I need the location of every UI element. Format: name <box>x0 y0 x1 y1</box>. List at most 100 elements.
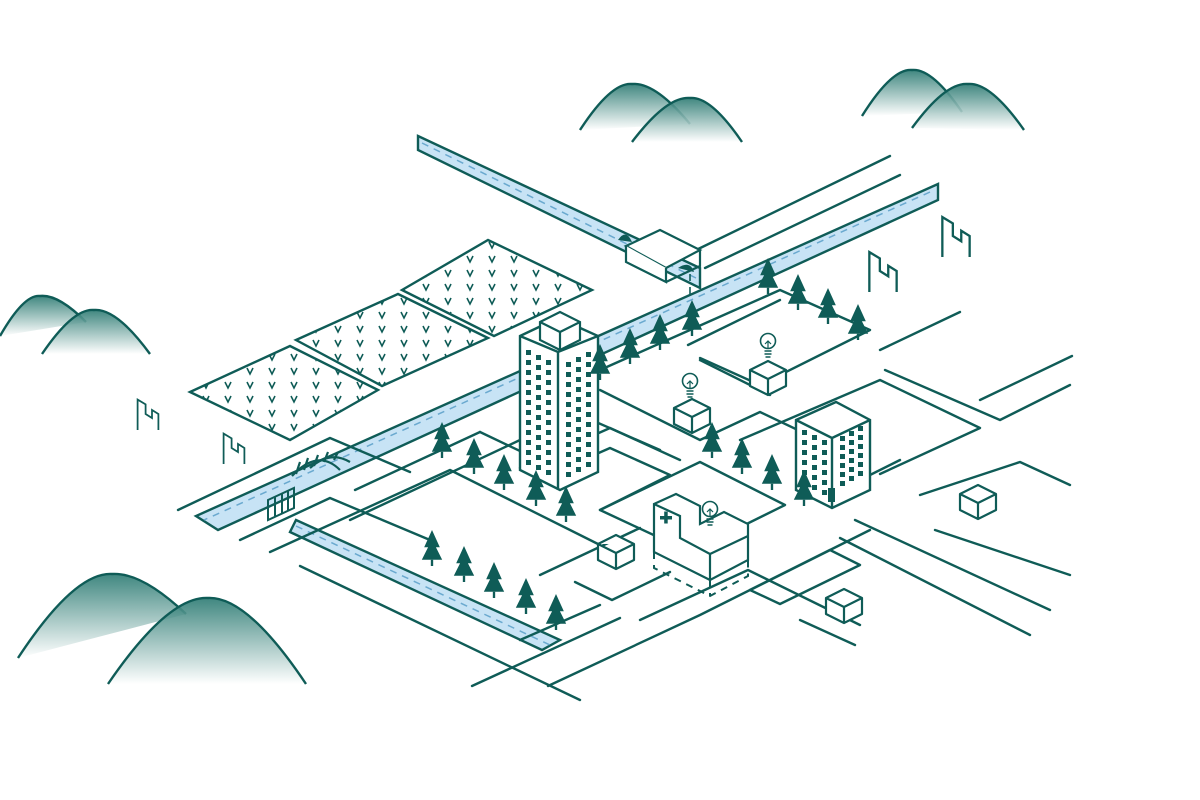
window <box>812 465 817 470</box>
window <box>576 357 581 362</box>
window <box>566 412 571 417</box>
mountain-icon <box>18 573 186 658</box>
window <box>849 449 854 454</box>
window <box>566 422 571 427</box>
window <box>536 435 541 440</box>
window <box>840 454 845 459</box>
medical-cross-icon <box>660 511 672 524</box>
window <box>849 440 854 445</box>
pine-tree-icon <box>761 454 783 490</box>
small-buildings <box>596 359 998 625</box>
mountain-ridge <box>16 572 187 659</box>
window <box>586 382 591 387</box>
small-building-cube <box>672 397 712 435</box>
window <box>546 360 551 365</box>
window <box>840 436 845 441</box>
road-network <box>176 154 1074 702</box>
pine-tree-icon <box>817 288 839 324</box>
window <box>546 440 551 445</box>
window <box>566 372 571 377</box>
window <box>526 380 531 385</box>
window <box>566 392 571 397</box>
window <box>812 475 817 480</box>
pine-tree-icon <box>493 454 515 490</box>
mountain-ridge <box>107 596 307 685</box>
window <box>536 365 541 370</box>
window <box>576 437 581 442</box>
window <box>566 452 571 457</box>
window <box>858 471 863 476</box>
window <box>849 476 854 481</box>
window <box>858 444 863 449</box>
window <box>812 445 817 450</box>
window <box>812 485 817 490</box>
mountain-ridge <box>631 96 743 143</box>
window <box>849 458 854 463</box>
window <box>566 442 571 447</box>
window <box>586 352 591 357</box>
pine-tree-icon <box>545 594 567 630</box>
window <box>802 430 807 435</box>
bridge-icon <box>291 451 351 477</box>
window <box>576 387 581 392</box>
window <box>586 462 591 467</box>
mountains <box>0 68 1025 685</box>
window <box>546 430 551 435</box>
pine-tree-icon <box>463 438 485 474</box>
window <box>566 462 571 467</box>
window <box>858 453 863 458</box>
window <box>546 470 551 475</box>
window <box>576 407 581 412</box>
window <box>858 426 863 431</box>
office-building <box>794 400 872 510</box>
window <box>566 382 571 387</box>
window <box>858 462 863 467</box>
window <box>822 460 827 465</box>
window <box>526 450 531 455</box>
window <box>536 455 541 460</box>
window <box>840 472 845 477</box>
window <box>576 367 581 372</box>
window <box>546 390 551 395</box>
window <box>586 422 591 427</box>
window <box>802 450 807 455</box>
window <box>822 480 827 485</box>
window <box>526 390 531 395</box>
window <box>526 400 531 405</box>
pine-tree-icon <box>787 274 809 310</box>
window <box>858 435 863 440</box>
window <box>566 402 571 407</box>
window <box>840 481 845 486</box>
window <box>536 355 541 360</box>
window <box>802 460 807 465</box>
mountain-ridge <box>0 294 87 337</box>
window <box>586 442 591 447</box>
small-building-cube <box>748 359 788 397</box>
small-building-cube <box>824 587 864 625</box>
window <box>566 362 571 367</box>
window <box>822 440 827 445</box>
small-building-cube <box>958 483 998 521</box>
window <box>546 400 551 405</box>
window <box>546 380 551 385</box>
window <box>526 430 531 435</box>
window <box>822 450 827 455</box>
window <box>822 490 827 495</box>
window <box>586 392 591 397</box>
mountain-icon <box>632 97 742 142</box>
window <box>576 447 581 452</box>
pine-tree-icon <box>483 562 505 598</box>
window <box>526 410 531 415</box>
window <box>536 465 541 470</box>
window <box>536 405 541 410</box>
window <box>536 425 541 430</box>
window <box>536 375 541 380</box>
window <box>840 445 845 450</box>
window <box>586 402 591 407</box>
window <box>546 460 551 465</box>
window <box>849 431 854 436</box>
window <box>576 457 581 462</box>
window <box>586 372 591 377</box>
window <box>566 432 571 437</box>
window <box>546 420 551 425</box>
